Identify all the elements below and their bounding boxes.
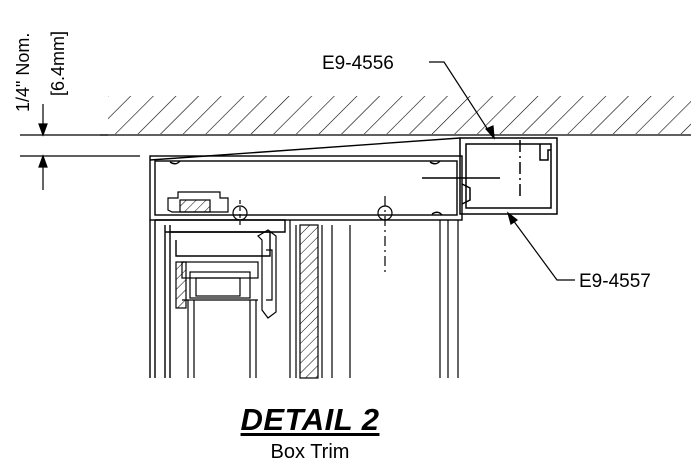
detail-subtitle: Box Trim	[270, 441, 350, 463]
detail-title: DETAIL 2	[240, 402, 380, 437]
dimension-metric: [6.4mm]	[48, 31, 68, 96]
glazing-gasket	[167, 191, 393, 319]
box-trim-extrusion	[459, 137, 558, 215]
sash-glass	[175, 220, 459, 379]
ceiling-substrate	[100, 96, 691, 136]
dimension-imperial: 1/4" Nom.	[13, 33, 33, 112]
callout-right-label: E9-4557	[579, 271, 651, 292]
callout-top-label: E9-4556	[322, 53, 394, 74]
dimension-mark	[20, 104, 140, 190]
callout-leaders	[429, 61, 575, 281]
